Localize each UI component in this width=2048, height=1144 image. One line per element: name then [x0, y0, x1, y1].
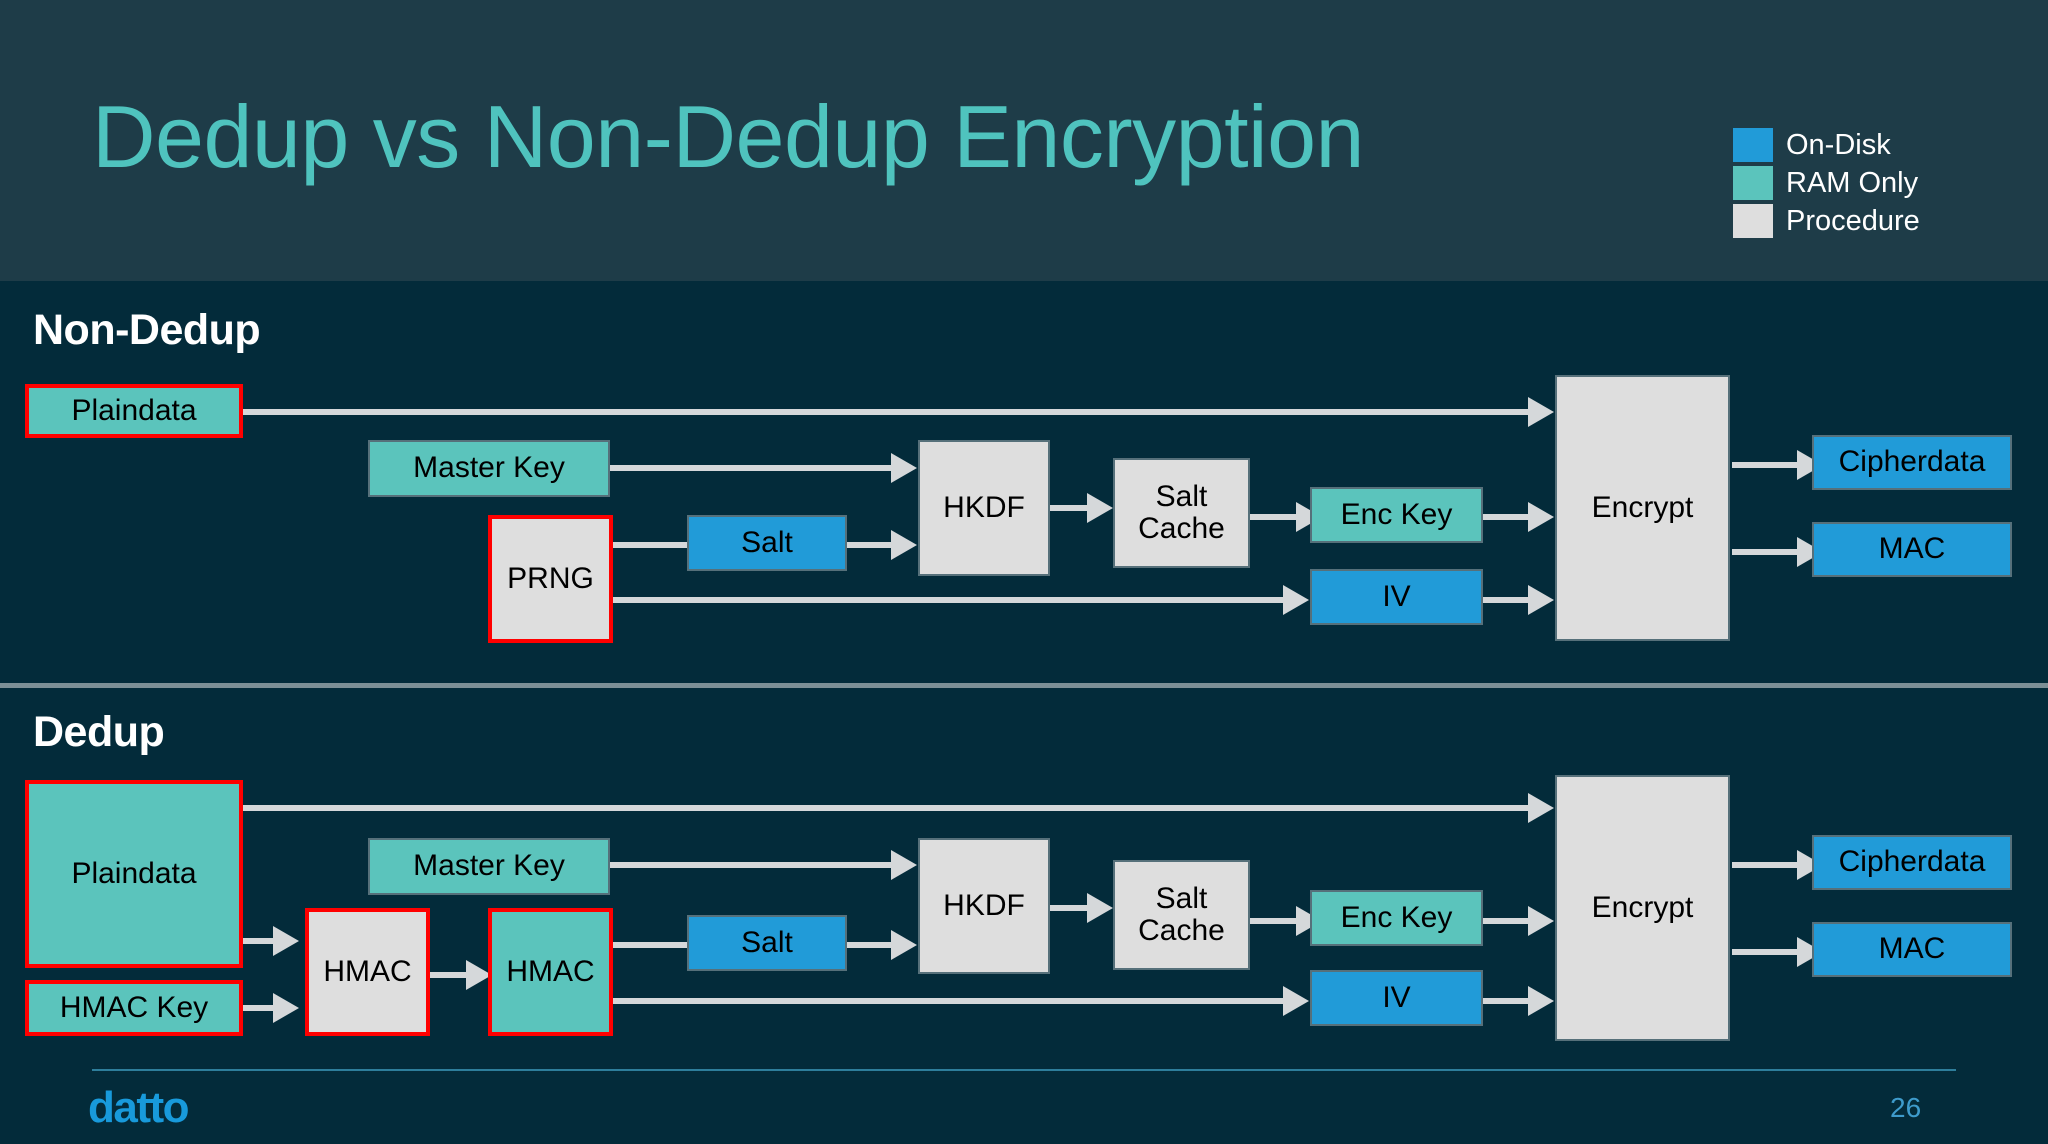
node-enc-key-non-dedup[interactable]: Enc Key [1310, 487, 1483, 543]
connector-hkdf-to-saltcache [1050, 505, 1087, 511]
node-encrypt-dedup[interactable]: Encrypt [1555, 775, 1730, 1041]
connector-d-encrypt-to-cipherdata [1732, 862, 1797, 868]
legend-swatch-procedure [1733, 204, 1773, 238]
node-cipherdata-non-dedup[interactable]: Cipherdata [1812, 435, 2012, 490]
node-hmac-first[interactable]: HMAC [305, 908, 430, 1036]
connector-d-hmac1-to-hmac2 [430, 972, 466, 978]
connector-d-salt-to-hkdf [847, 942, 891, 948]
arrowhead-hkdf-to-saltcache [1087, 493, 1113, 523]
arrowhead-d-plaindata-to-hmac1 [273, 926, 299, 956]
legend-label-on-disk: On-Disk [1786, 129, 1891, 161]
connector-enckey-to-encrypt [1483, 514, 1528, 520]
legend-swatch-ram-only [1733, 166, 1773, 200]
section-divider [0, 683, 2048, 688]
connector-d-masterkey-to-hkdf [610, 862, 891, 868]
connector-prng-to-salt [613, 542, 695, 548]
node-hkdf-non-dedup[interactable]: HKDF [918, 440, 1050, 576]
legend-item-procedure: Procedure [1733, 204, 1920, 238]
connector-d-hmackey-to-hmac1 [243, 1005, 273, 1011]
connector-encrypt-to-cipherdata [1732, 462, 1797, 468]
connector-saltcache-to-enckey [1250, 514, 1296, 520]
connector-prng-to-iv [613, 597, 1283, 603]
connector-d-enckey-to-encrypt [1483, 918, 1528, 924]
connector-d-iv-to-encrypt [1483, 998, 1528, 1004]
arrowhead-plaindata-to-encrypt [1528, 397, 1554, 427]
arrowhead-prng-to-iv [1283, 585, 1309, 615]
datto-logo: datto [88, 1083, 190, 1132]
connector-d-hmac2-to-iv [613, 998, 1283, 1004]
slide-header: Dedup vs Non-Dedup Encryption On-Disk RA… [0, 0, 2048, 281]
arrowhead-d-masterkey-to-hkdf [891, 850, 917, 880]
legend-label-procedure: Procedure [1786, 205, 1920, 237]
arrowhead-d-enckey-to-encrypt [1528, 906, 1554, 936]
section-label-non-dedup: Non-Dedup [33, 306, 261, 354]
node-mac-dedup[interactable]: MAC [1812, 922, 2012, 977]
page-title: Dedup vs Non-Dedup Encryption [92, 87, 1364, 186]
node-hmac-key[interactable]: HMAC Key [25, 980, 243, 1036]
node-iv-dedup[interactable]: IV [1310, 970, 1483, 1026]
arrowhead-d-hkdf-to-saltcache [1087, 893, 1113, 923]
connector-iv-to-encrypt [1483, 597, 1528, 603]
connector-d-plaindata-to-encrypt [243, 805, 1528, 811]
connector-encrypt-to-mac [1732, 549, 1797, 555]
connector-d-plaindata-to-hmac1 [243, 938, 273, 944]
arrowhead-d-plaindata-to-encrypt [1528, 793, 1554, 823]
connector-d-saltcache-to-enckey [1250, 918, 1296, 924]
arrowhead-d-salt-to-hkdf [891, 930, 917, 960]
arrowhead-d-iv-to-encrypt [1528, 986, 1554, 1016]
arrowhead-d-hmackey-to-hmac1 [273, 993, 299, 1023]
page-number: 26 [1890, 1092, 1922, 1123]
connector-masterkey-to-hkdf [610, 465, 891, 471]
connector-d-hmac2-to-salt [613, 942, 695, 948]
legend-item-on-disk: On-Disk [1733, 128, 1920, 162]
arrowhead-d-hmac1-to-hmac2 [466, 960, 492, 990]
arrowhead-salt-to-hkdf [891, 530, 917, 560]
legend-label-ram-only: RAM Only [1786, 167, 1919, 199]
node-cipherdata-dedup[interactable]: Cipherdata [1812, 835, 2012, 890]
legend-item-ram-only: RAM Only [1733, 166, 1920, 200]
connector-d-hkdf-to-saltcache [1050, 905, 1087, 911]
node-plaindata-non-dedup[interactable]: Plaindata [25, 384, 243, 438]
footer-divider [92, 1069, 1956, 1071]
arrowhead-enckey-to-encrypt [1528, 502, 1554, 532]
section-label-dedup: Dedup [33, 708, 165, 756]
connector-d-encrypt-to-mac [1732, 949, 1797, 955]
node-encrypt-non-dedup[interactable]: Encrypt [1555, 375, 1730, 641]
connector-plaindata-to-encrypt [243, 409, 1528, 415]
legend: On-Disk RAM Only Procedure [1733, 128, 1920, 238]
node-plaindata-dedup[interactable]: Plaindata [25, 780, 243, 968]
node-hmac-second[interactable]: HMAC [488, 908, 613, 1036]
node-salt-dedup[interactable]: Salt [687, 915, 847, 971]
arrowhead-d-hmac2-to-iv [1283, 986, 1309, 1016]
node-salt-non-dedup[interactable]: Salt [687, 515, 847, 571]
arrowhead-masterkey-to-hkdf [891, 453, 917, 483]
arrowhead-iv-to-encrypt [1528, 585, 1554, 615]
node-iv-non-dedup[interactable]: IV [1310, 569, 1483, 625]
node-mac-non-dedup[interactable]: MAC [1812, 522, 2012, 577]
node-enc-key-dedup[interactable]: Enc Key [1310, 890, 1483, 946]
node-prng[interactable]: PRNG [488, 515, 613, 643]
node-master-key-non-dedup[interactable]: Master Key [368, 440, 610, 497]
connector-salt-to-hkdf [847, 542, 891, 548]
legend-swatch-on-disk [1733, 128, 1773, 162]
node-master-key-dedup[interactable]: Master Key [368, 838, 610, 895]
node-hkdf-dedup[interactable]: HKDF [918, 838, 1050, 974]
